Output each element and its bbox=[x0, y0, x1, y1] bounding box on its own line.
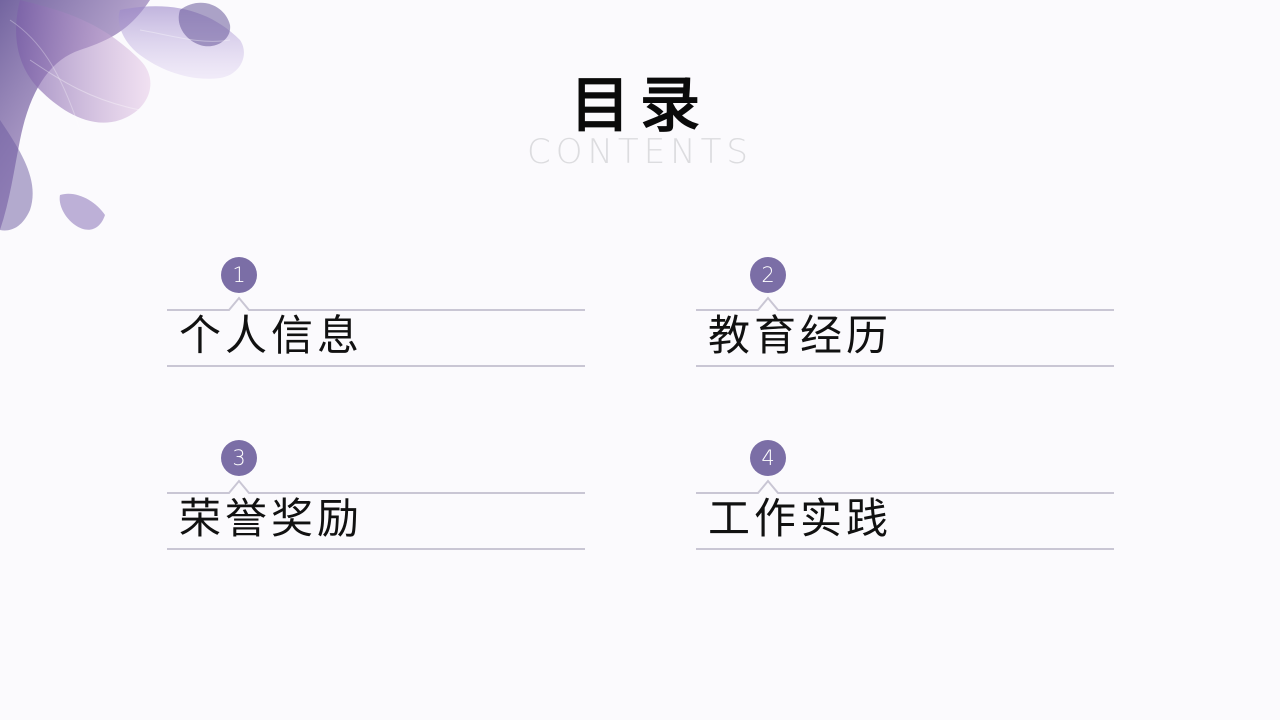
toc-divider-top bbox=[167, 296, 585, 311]
page-subtitle: CONTENTS bbox=[527, 132, 753, 172]
toc-number-badge: 3 bbox=[221, 440, 257, 476]
toc-item-1[interactable]: 1 个人信息 bbox=[167, 257, 585, 369]
toc-item-label: 工作实践 bbox=[708, 494, 893, 543]
toc-number-badge: 2 bbox=[750, 257, 786, 293]
toc-divider-top bbox=[696, 296, 1114, 311]
toc-item-2[interactable]: 2 教育经历 bbox=[696, 257, 1114, 369]
page-title: 目录 bbox=[570, 71, 710, 141]
toc-divider-top bbox=[696, 479, 1114, 494]
toc-divider-bottom bbox=[696, 548, 1114, 550]
toc-item-label: 荣誉奖励 bbox=[179, 494, 364, 543]
toc-number-badge: 1 bbox=[221, 257, 257, 293]
toc-item-4[interactable]: 4 工作实践 bbox=[696, 440, 1114, 552]
toc-divider-bottom bbox=[167, 365, 585, 367]
purple-flower-petals-icon bbox=[0, 0, 244, 231]
toc-divider-top bbox=[167, 479, 585, 494]
toc-item-label: 教育经历 bbox=[708, 311, 893, 360]
toc-item-3[interactable]: 3 荣誉奖励 bbox=[167, 440, 585, 552]
toc-divider-bottom bbox=[167, 548, 585, 550]
toc-number-badge: 4 bbox=[750, 440, 786, 476]
toc-item-label: 个人信息 bbox=[179, 311, 364, 360]
toc-divider-bottom bbox=[696, 365, 1114, 367]
